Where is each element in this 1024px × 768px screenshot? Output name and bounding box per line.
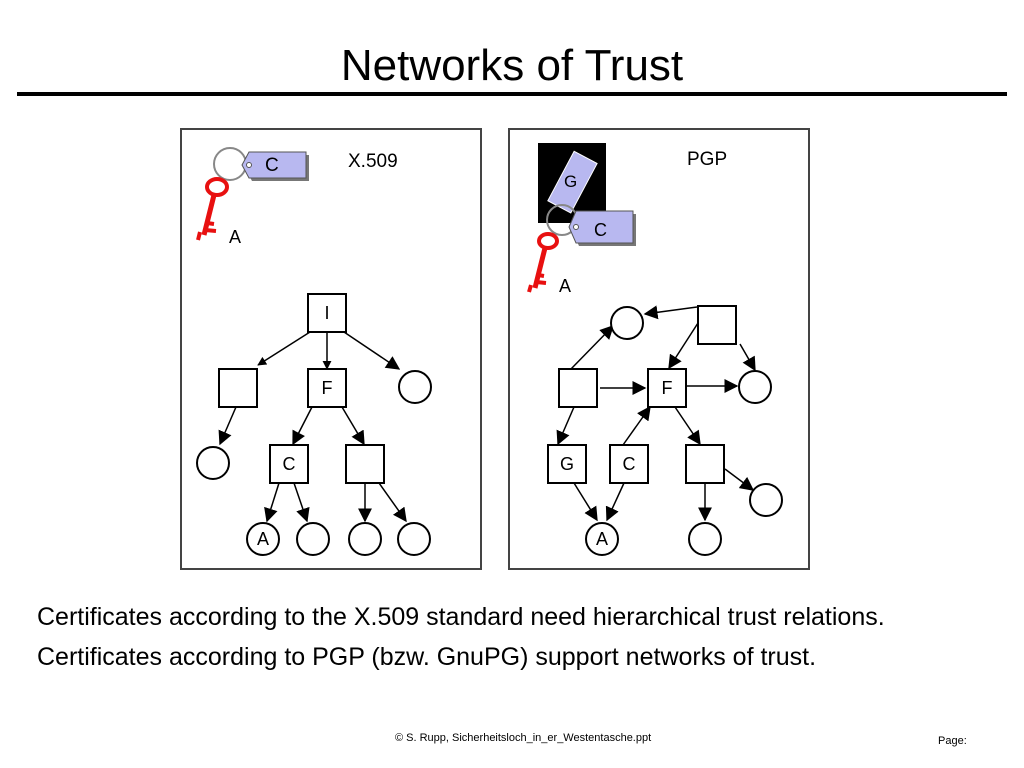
edge-topbox-to-rightcircle [739,343,756,372]
pgp-node-top-box [697,305,737,345]
certificate-tag-g-icon [547,150,598,214]
x509-node-c [269,444,309,484]
x509-node-box [345,444,385,484]
key-ring-icon [213,147,247,181]
edge-c-to-a [264,482,280,523]
edge-f-to-box [341,406,365,446]
pgp-node-bottom-circle [688,522,722,556]
red-key-icon [196,177,229,241]
pgp-diagram: PGP G C A [527,143,783,556]
pgp-tag-g-label: G [564,172,577,191]
certificate-tag-icon: C [241,151,309,181]
edge-i-to-right [343,331,401,370]
x509-node-root-label: I [324,303,329,323]
title-divider [17,92,1007,96]
pgp-node-far-circle [749,483,783,517]
edge-c-to-a [605,482,625,522]
edge-c-to-circle [293,482,310,523]
x509-node-right-circle [398,370,432,404]
edge-topbox-to-f [668,322,699,370]
pgp-red-key-icon [527,232,559,293]
x509-node-circle-2 [296,522,330,556]
pgp-certificate-tag-c-icon: C [568,210,636,246]
pgp-node-top-circle [610,306,644,340]
pgp-node-box [685,444,725,484]
edge-left-to-circle [218,406,237,446]
pgp-node-g [547,444,587,484]
x509-node-left-box [218,368,258,408]
slide-title: Networks of Trust [340,41,684,90]
pgp-panel: PGP G C A [508,128,810,570]
x509-tree-edges [218,331,407,523]
x509-node-left-circle [196,446,230,480]
caption-x509: Certificates according to the X.509 stan… [37,603,885,631]
pgp-node-f [647,368,687,408]
x509-key-label: A [229,227,241,247]
x509-panel: X.509 C A [180,128,482,570]
pgp-keyring: G C A [527,143,636,296]
pgp-node-right-circle [738,370,772,404]
edge-box-to-farcircle [724,468,755,491]
edge-f-to-c [292,406,313,446]
pgp-web-edges [556,305,756,522]
caption-pgp: Certificates according to PGP (bzw. GnuP… [37,643,817,671]
edge-g-to-a [573,482,598,522]
pgp-heading: PGP [687,149,727,170]
pgp-node-c-label: C [623,454,636,474]
edge-c-to-f [622,405,651,446]
pgp-node-c [609,444,649,484]
edge-box-to-topcircle [569,324,614,371]
pgp-node-a [585,522,619,556]
pgp-tag-c-label: C [594,220,607,240]
x509-node-a-label: A [257,529,269,549]
x509-node-c-label: C [283,454,296,474]
x509-node-a [246,522,280,556]
pgp-node-g-label: G [560,454,574,474]
footer-page-label: Page: [938,735,967,747]
x509-node-circle-4 [397,522,431,556]
x509-keyring: C A [196,147,309,247]
edge-topbox-to-topcircle [643,305,698,320]
x509-node-f-label: F [322,378,333,398]
pgp-node-left-box [558,368,598,408]
edge-i-to-left [257,331,311,366]
x509-diagram: X.509 C A [196,147,432,556]
x509-heading: X.509 [348,151,398,172]
x509-node-circle-3 [348,522,382,556]
edge-f-to-box [674,406,701,446]
x509-node-root [307,293,347,333]
x509-node-f [307,368,347,408]
pgp-web-nodes [547,305,783,556]
pgp-node-a-label: A [596,529,608,549]
pgp-key-label: A [559,276,571,296]
x509-tree-nodes [196,293,432,556]
footer-copyright: © S. Rupp, Sicherheitsloch_in_er_Westent… [395,732,652,744]
edge-box-to-circle2 [378,482,407,523]
edge-box-to-g [556,406,575,446]
pgp-node-f-label: F [662,378,673,398]
x509-tag-label: C [265,155,279,176]
